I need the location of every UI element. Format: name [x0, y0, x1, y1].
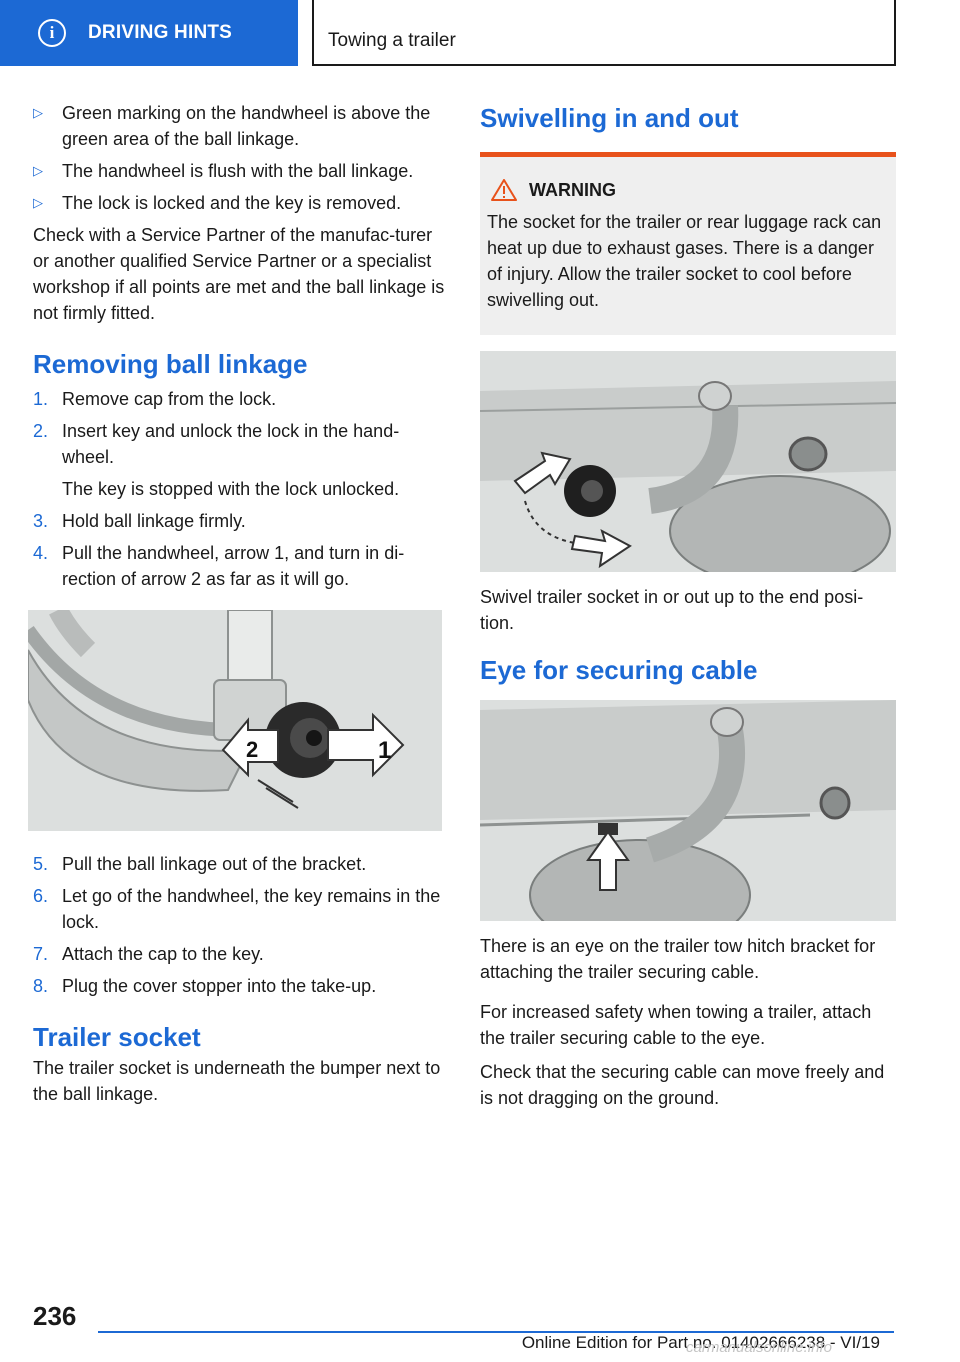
warning-text: The socket for the trailer or rear lugga… — [487, 212, 882, 310]
edition-text: Online Edition for Part no. 01402666238 … — [521, 1333, 880, 1352]
arrow-label-1: 1 — [378, 737, 391, 764]
step-note: The key is stopped with the lock unlocke… — [62, 479, 400, 499]
trailer-socket-heading: Trailer socket — [33, 1022, 201, 1052]
swivel-caption: Swivel trailer socket in or out up to th… — [480, 587, 864, 633]
arrow-label-2: 2 — [246, 737, 258, 762]
chapter-title: DRIVING HINTS — [88, 22, 233, 43]
topic-title: Towing a trailer — [328, 30, 456, 51]
step-item: 6.Let go of the handwheel, the key remai… — [33, 886, 441, 932]
warning-title: WARNING — [529, 179, 616, 200]
info-icon: i — [38, 19, 66, 47]
step-item: 7.Attach the cap to the key. — [33, 944, 264, 964]
step-item: 5.Pull the ball linkage out of the brack… — [33, 854, 367, 874]
warning-rule — [480, 152, 896, 157]
right-column: Swivelling in and out WARNING The socket… — [480, 100, 896, 1119]
bullet-triangle-icon: ▷ — [33, 163, 43, 178]
bullet-item: ▷The lock is locked and the key is remov… — [33, 190, 445, 216]
eye-paragraph-1: There is an eye on the trailer tow hitch… — [480, 936, 876, 982]
watermark: carmanualsonline.info — [686, 1339, 832, 1356]
check-paragraph: Check with a Service Partner of the manu… — [33, 225, 445, 323]
chapter-tab[interactable]: i DRIVING HINTS — [0, 0, 298, 66]
page-number: 236 — [33, 1301, 77, 1331]
left-column: ▷Green marking on the handwheel is above… — [28, 100, 445, 1115]
bullet-item: ▷Green marking on the handwheel is above… — [33, 100, 445, 152]
swivel-socket-illustration — [480, 351, 896, 572]
eye-heading: Eye for securing cable — [480, 655, 758, 685]
bullet-triangle-icon: ▷ — [33, 195, 43, 210]
topic-box: Towing a trailer — [312, 0, 896, 66]
warning-triangle-icon — [491, 179, 517, 201]
step-item: 3.Hold ball linkage firmly. — [33, 511, 246, 531]
check-bullet-list: ▷Green marking on the handwheel is above… — [33, 100, 445, 216]
bullet-triangle-icon: ▷ — [33, 105, 43, 120]
eye-paragraph-3: Check that the securing cable can move f… — [480, 1062, 885, 1108]
removing-steps: 1.Remove cap from the lock. 2.Insert key… — [33, 386, 445, 592]
removing-heading: Removing ball linkage — [33, 349, 308, 379]
warning-box: WARNING The socket for the trailer or re… — [480, 157, 896, 335]
step-item: 1.Remove cap from the lock. — [33, 389, 277, 409]
handwheel-illustration: 1 2 — [28, 610, 442, 831]
step-item: 8.Plug the cover stopper into the take-u… — [33, 976, 377, 996]
removing-steps-continued: 5.Pull the ball linkage out of the brack… — [33, 851, 445, 999]
step-item: 2.Insert key and unlock the lock in the … — [33, 418, 445, 502]
eye-paragraph-2: For increased safety when towing a trail… — [480, 1002, 872, 1048]
bullet-item: ▷The handwheel is flush with the ball li… — [33, 158, 445, 184]
securing-eye-illustration — [480, 700, 896, 921]
footer-rule — [98, 1331, 894, 1333]
swivel-heading: Swivelling in and out — [480, 103, 739, 133]
step-item: 4.Pull the handwheel, arrow 1, and turn … — [33, 543, 405, 589]
trailer-socket-paragraph: The trailer socket is underneath the bum… — [33, 1058, 441, 1104]
